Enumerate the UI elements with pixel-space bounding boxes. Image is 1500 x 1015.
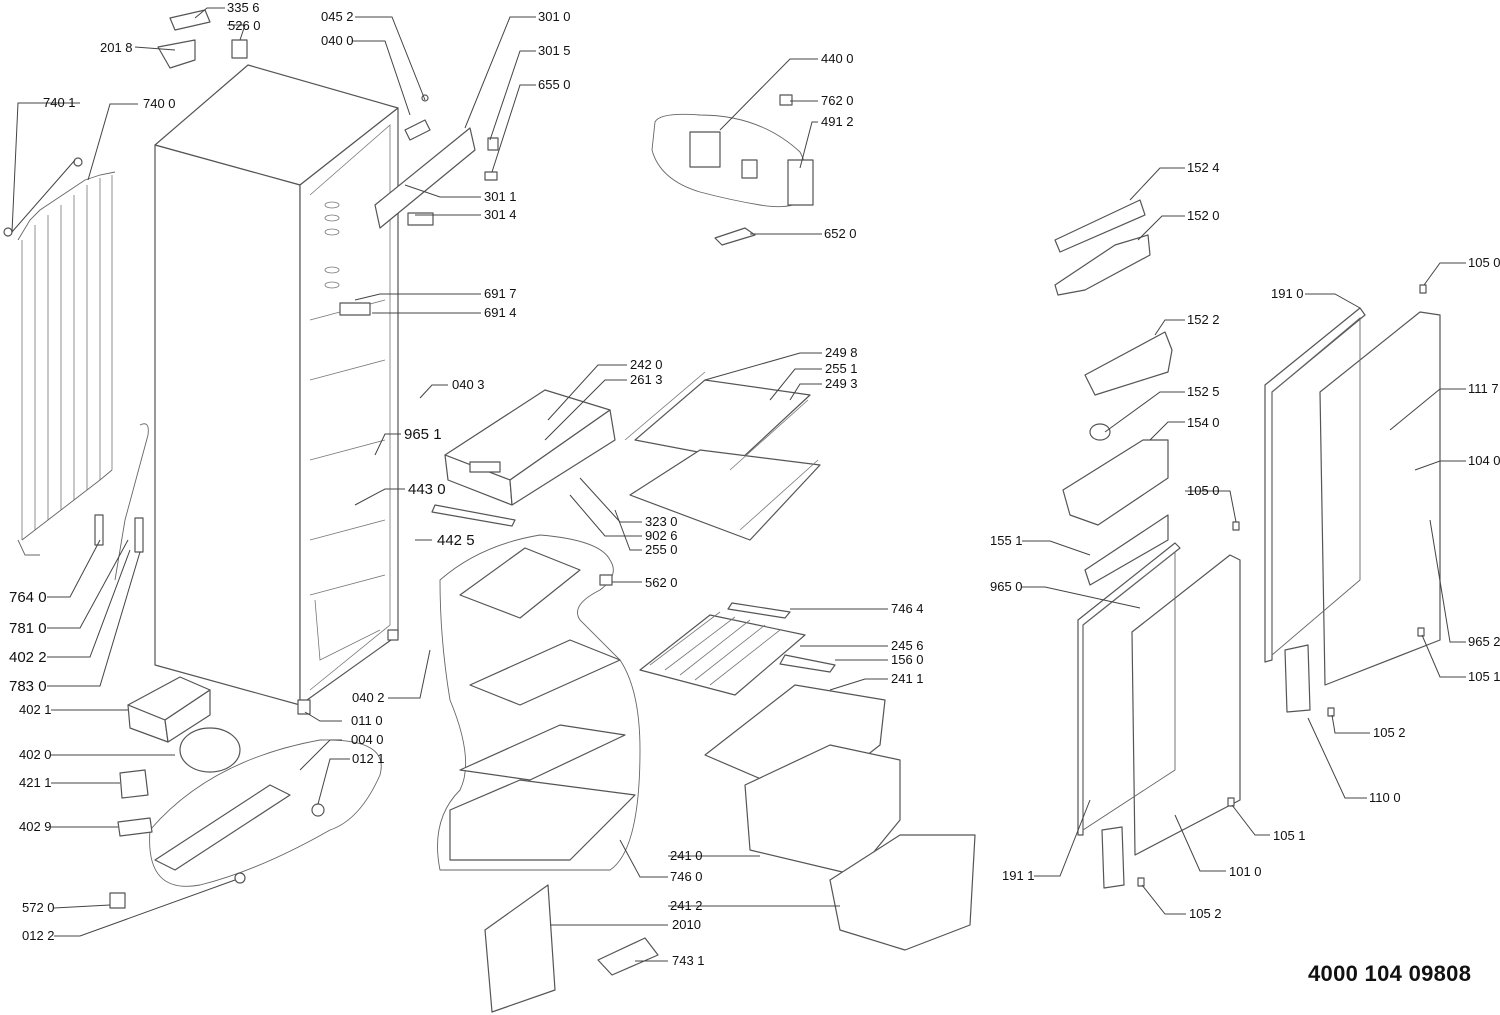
label-6550: 655 0 [538, 77, 571, 92]
label-1524: 152 4 [1187, 160, 1220, 175]
label-9026: 902 6 [645, 528, 678, 543]
freezer-drawers [704, 684, 976, 951]
fridge-door [1264, 307, 1441, 713]
label-3010: 301 0 [538, 9, 571, 24]
label-4022: 402 2 [9, 649, 47, 666]
label-2411: 241 1 [891, 671, 924, 686]
label-1525: 152 5 [1187, 384, 1220, 399]
freezer-shelf-wire [639, 602, 836, 696]
label-2420: 242 0 [630, 357, 663, 372]
label-4020: 402 0 [19, 747, 52, 762]
label-2493: 249 3 [825, 376, 858, 391]
label-2010: 2010 [672, 917, 701, 932]
label-4211: 421 1 [19, 775, 52, 790]
compressor-area [109, 676, 382, 909]
label-0040: 004 0 [351, 732, 384, 747]
label-0400: 040 0 [321, 33, 354, 48]
label-2613: 261 3 [630, 372, 663, 387]
label-1551: 155 1 [990, 533, 1023, 548]
label-4029: 402 9 [19, 819, 52, 834]
label-2018: 201 8 [100, 40, 133, 55]
label-1117: 111 7 [1468, 381, 1499, 396]
label-5720: 572 0 [22, 900, 55, 915]
label-1050-a: 105 0 [1187, 483, 1220, 498]
fan-module [651, 94, 814, 246]
label-7460: 746 0 [670, 869, 703, 884]
label-2498: 249 8 [825, 345, 858, 360]
label-3011: 301 1 [484, 189, 517, 204]
label-1040: 104 0 [1468, 453, 1500, 468]
small-fasteners [1137, 284, 1427, 887]
label-4021: 402 1 [19, 702, 52, 717]
condenser [3, 157, 149, 581]
label-9652: 965 2 [1468, 634, 1500, 649]
label-3230: 323 0 [645, 514, 678, 529]
part-labels: 335 6 526 0 201 8 045 2 040 0 301 0 301 … [9, 0, 1500, 968]
label-6917: 691 7 [484, 286, 517, 301]
label-4430: 443 0 [408, 481, 446, 498]
label-5620: 562 0 [645, 575, 678, 590]
label-1911: 191 1 [1002, 868, 1035, 883]
label-0121: 012 1 [352, 751, 385, 766]
label-4400: 440 0 [821, 51, 854, 66]
label-9651: 965 1 [404, 426, 442, 443]
cabinet-body [154, 64, 399, 715]
label-4912: 491 2 [821, 114, 854, 129]
label-2412: 241 2 [670, 898, 703, 913]
label-0452: 045 2 [321, 9, 354, 24]
label-7810: 781 0 [9, 620, 47, 637]
lower-parts [484, 884, 659, 1013]
label-7401: 740 1 [43, 95, 76, 110]
label-2410: 241 0 [670, 848, 703, 863]
label-7431: 743 1 [672, 953, 705, 968]
door-bins [1054, 199, 1173, 586]
label-3015: 301 5 [538, 43, 571, 58]
label-1540: 154 0 [1187, 415, 1220, 430]
leader-lines [11, 7, 1466, 962]
label-1910: 191 0 [1271, 286, 1304, 301]
document-number: 4000 104 09808 [1308, 961, 1472, 986]
label-7640: 764 0 [9, 589, 47, 606]
label-6520: 652 0 [824, 226, 857, 241]
label-1052-b: 105 2 [1373, 725, 1406, 740]
label-1051-a: 105 1 [1273, 828, 1306, 843]
label-5260: 526 0 [228, 18, 261, 33]
label-1052-a: 105 2 [1189, 906, 1222, 921]
label-4425: 442 5 [437, 532, 475, 549]
label-2456: 245 6 [891, 638, 924, 653]
label-2550: 255 0 [645, 542, 678, 557]
label-7464: 746 4 [891, 601, 924, 616]
label-7400: 740 0 [143, 96, 176, 111]
label-1522: 152 2 [1187, 312, 1220, 327]
freezer-door [1077, 542, 1241, 889]
crisper-drawer-top [431, 389, 616, 527]
label-0110: 011 0 [351, 713, 383, 728]
label-2551: 255 1 [825, 361, 858, 376]
label-1051-b: 105 1 [1468, 669, 1500, 684]
label-0122: 012 2 [22, 928, 55, 943]
label-0402: 040 2 [352, 690, 385, 705]
label-3014: 301 4 [484, 207, 517, 222]
label-3356: 335 6 [227, 0, 260, 15]
label-0403: 040 3 [452, 377, 485, 392]
label-1560: 156 0 [891, 652, 924, 667]
label-1100: 110 0 [1369, 790, 1401, 805]
label-7620: 762 0 [821, 93, 854, 108]
label-1010: 101 0 [1229, 864, 1262, 879]
label-1050-b: 105 0 [1468, 255, 1500, 270]
label-1520: 152 0 [1187, 208, 1220, 223]
evaporator-assembly [437, 534, 641, 871]
glass-shelf-1 [624, 371, 821, 541]
label-6914: 691 4 [484, 305, 517, 320]
label-7830: 783 0 [9, 678, 47, 695]
label-9650: 965 0 [990, 579, 1023, 594]
